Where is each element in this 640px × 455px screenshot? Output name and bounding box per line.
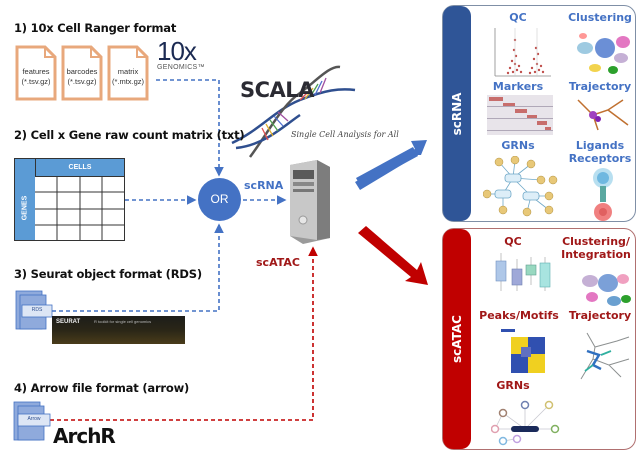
file-icon [107,45,149,101]
file-name: features [22,67,50,76]
connector-seurat [52,223,224,312]
arrow-heading: 4) Arrow file format (arrow) [14,381,190,395]
scatac-qc-boxplot [495,253,551,291]
scrna-grn-network [483,156,558,217]
scatac-grns-title: GRNs [496,379,530,392]
server-icon [290,160,330,244]
archr-logo: ArchR [53,424,116,448]
scatac-grn-network [491,400,560,446]
matrix-grid [35,176,125,241]
scrna-clustering-plot [577,33,630,74]
scatac-big-arrow [358,226,428,285]
scatac-clustering-plot [582,274,631,306]
count-matrix-table: GENES CELLS [14,158,125,241]
scrna-markers-heatmap [487,95,553,135]
seurat-banner-subtitle: R toolkit for single cell genomics [94,319,152,324]
cells-label: CELLS [35,159,124,177]
10x-logo-main: 10x [157,36,197,66]
file-ext: (*.tsv.gz) [67,77,97,86]
scala-subtitle: Single Cell Analysis for All [291,130,399,139]
scrna-panel-tab: scRNA [443,6,471,221]
scrna-grns-title: GRNs [501,139,535,152]
rds-file-label: RDS [31,307,43,313]
scrna-panel: scRNA QC Clustering Markers Trajectory G… [442,5,636,222]
scatac-peaks-motifs-title: Peaks/Motifs [479,309,559,322]
file-icon [61,45,103,101]
features-file: features(*.tsv.gz) [15,45,57,101]
file-ext: (*.mtx.gz) [111,77,145,86]
scala-title: SCALA [240,78,314,102]
barcodes-file: barcodes(*.tsv.gz) [61,45,103,101]
scrna-trajectory-title: Trajectory [568,80,632,93]
connector-arrow [50,246,318,421]
or-node: OR [198,178,241,221]
scrna-flow-label: scRNA [244,179,284,192]
file-name: barcodes [66,67,98,76]
file-ext: (*.tsv.gz) [21,77,51,86]
seurat-banner: SEURAT R toolkit for single cell genomic… [52,316,185,344]
scrna-qc-violin-plot [494,28,551,77]
scatac-panel-tab: scATAC [443,229,471,449]
arrow-file-stack-icon [13,401,51,441]
genes-label: GENES [21,195,29,220]
seurat-heading: 3) Seurat object format (RDS) [14,267,202,281]
rds-file-stack-icon [15,290,53,330]
scatac-clustering-title: Clustering/ Integration [561,235,631,261]
file-name: matrix [117,67,139,76]
scatac-panel-tab-label: scATAC [450,315,464,363]
ligand-receptor-icon [593,168,613,221]
count-matrix-heading: 2) Cell x Gene raw count matrix (txt) [14,128,245,142]
scrna-markers-title: Markers [492,80,544,93]
scrna-trajectory-plot [577,99,629,131]
scrna-clustering-title: Clustering [568,11,632,24]
scatac-panel: scATAC QC Clustering/ Integration Peaks/… [442,228,636,450]
peaks-motifs-heatmap [501,329,545,373]
10x-logo-sub: GENOMICS™ [157,64,205,71]
scrna-panel-tab-label: scRNA [450,92,464,135]
scatac-trajectory-title: Trajectory [568,309,632,322]
10x-genomics-logo: 10x GENOMICS™ [157,38,205,71]
seurat-banner-title: SEURAT [56,319,81,325]
cellranger-heading: 1) 10x Cell Ranger format [14,21,177,35]
scrna-qc-title: QC [509,11,527,24]
file-icon [15,45,57,101]
dna-helix-icon [231,65,356,158]
matrix-file: matrix(*.mtx.gz) [107,45,149,101]
arrow-file-label: Arrow [27,416,41,422]
scrna-ligands-receptors-title: Ligands Receptors [568,139,632,165]
scatac-trajectory-plot [580,332,630,380]
scatac-flow-label: scATAC [256,256,300,269]
scatac-qc-title: QC [504,235,522,248]
connector-cellranger [156,79,224,177]
